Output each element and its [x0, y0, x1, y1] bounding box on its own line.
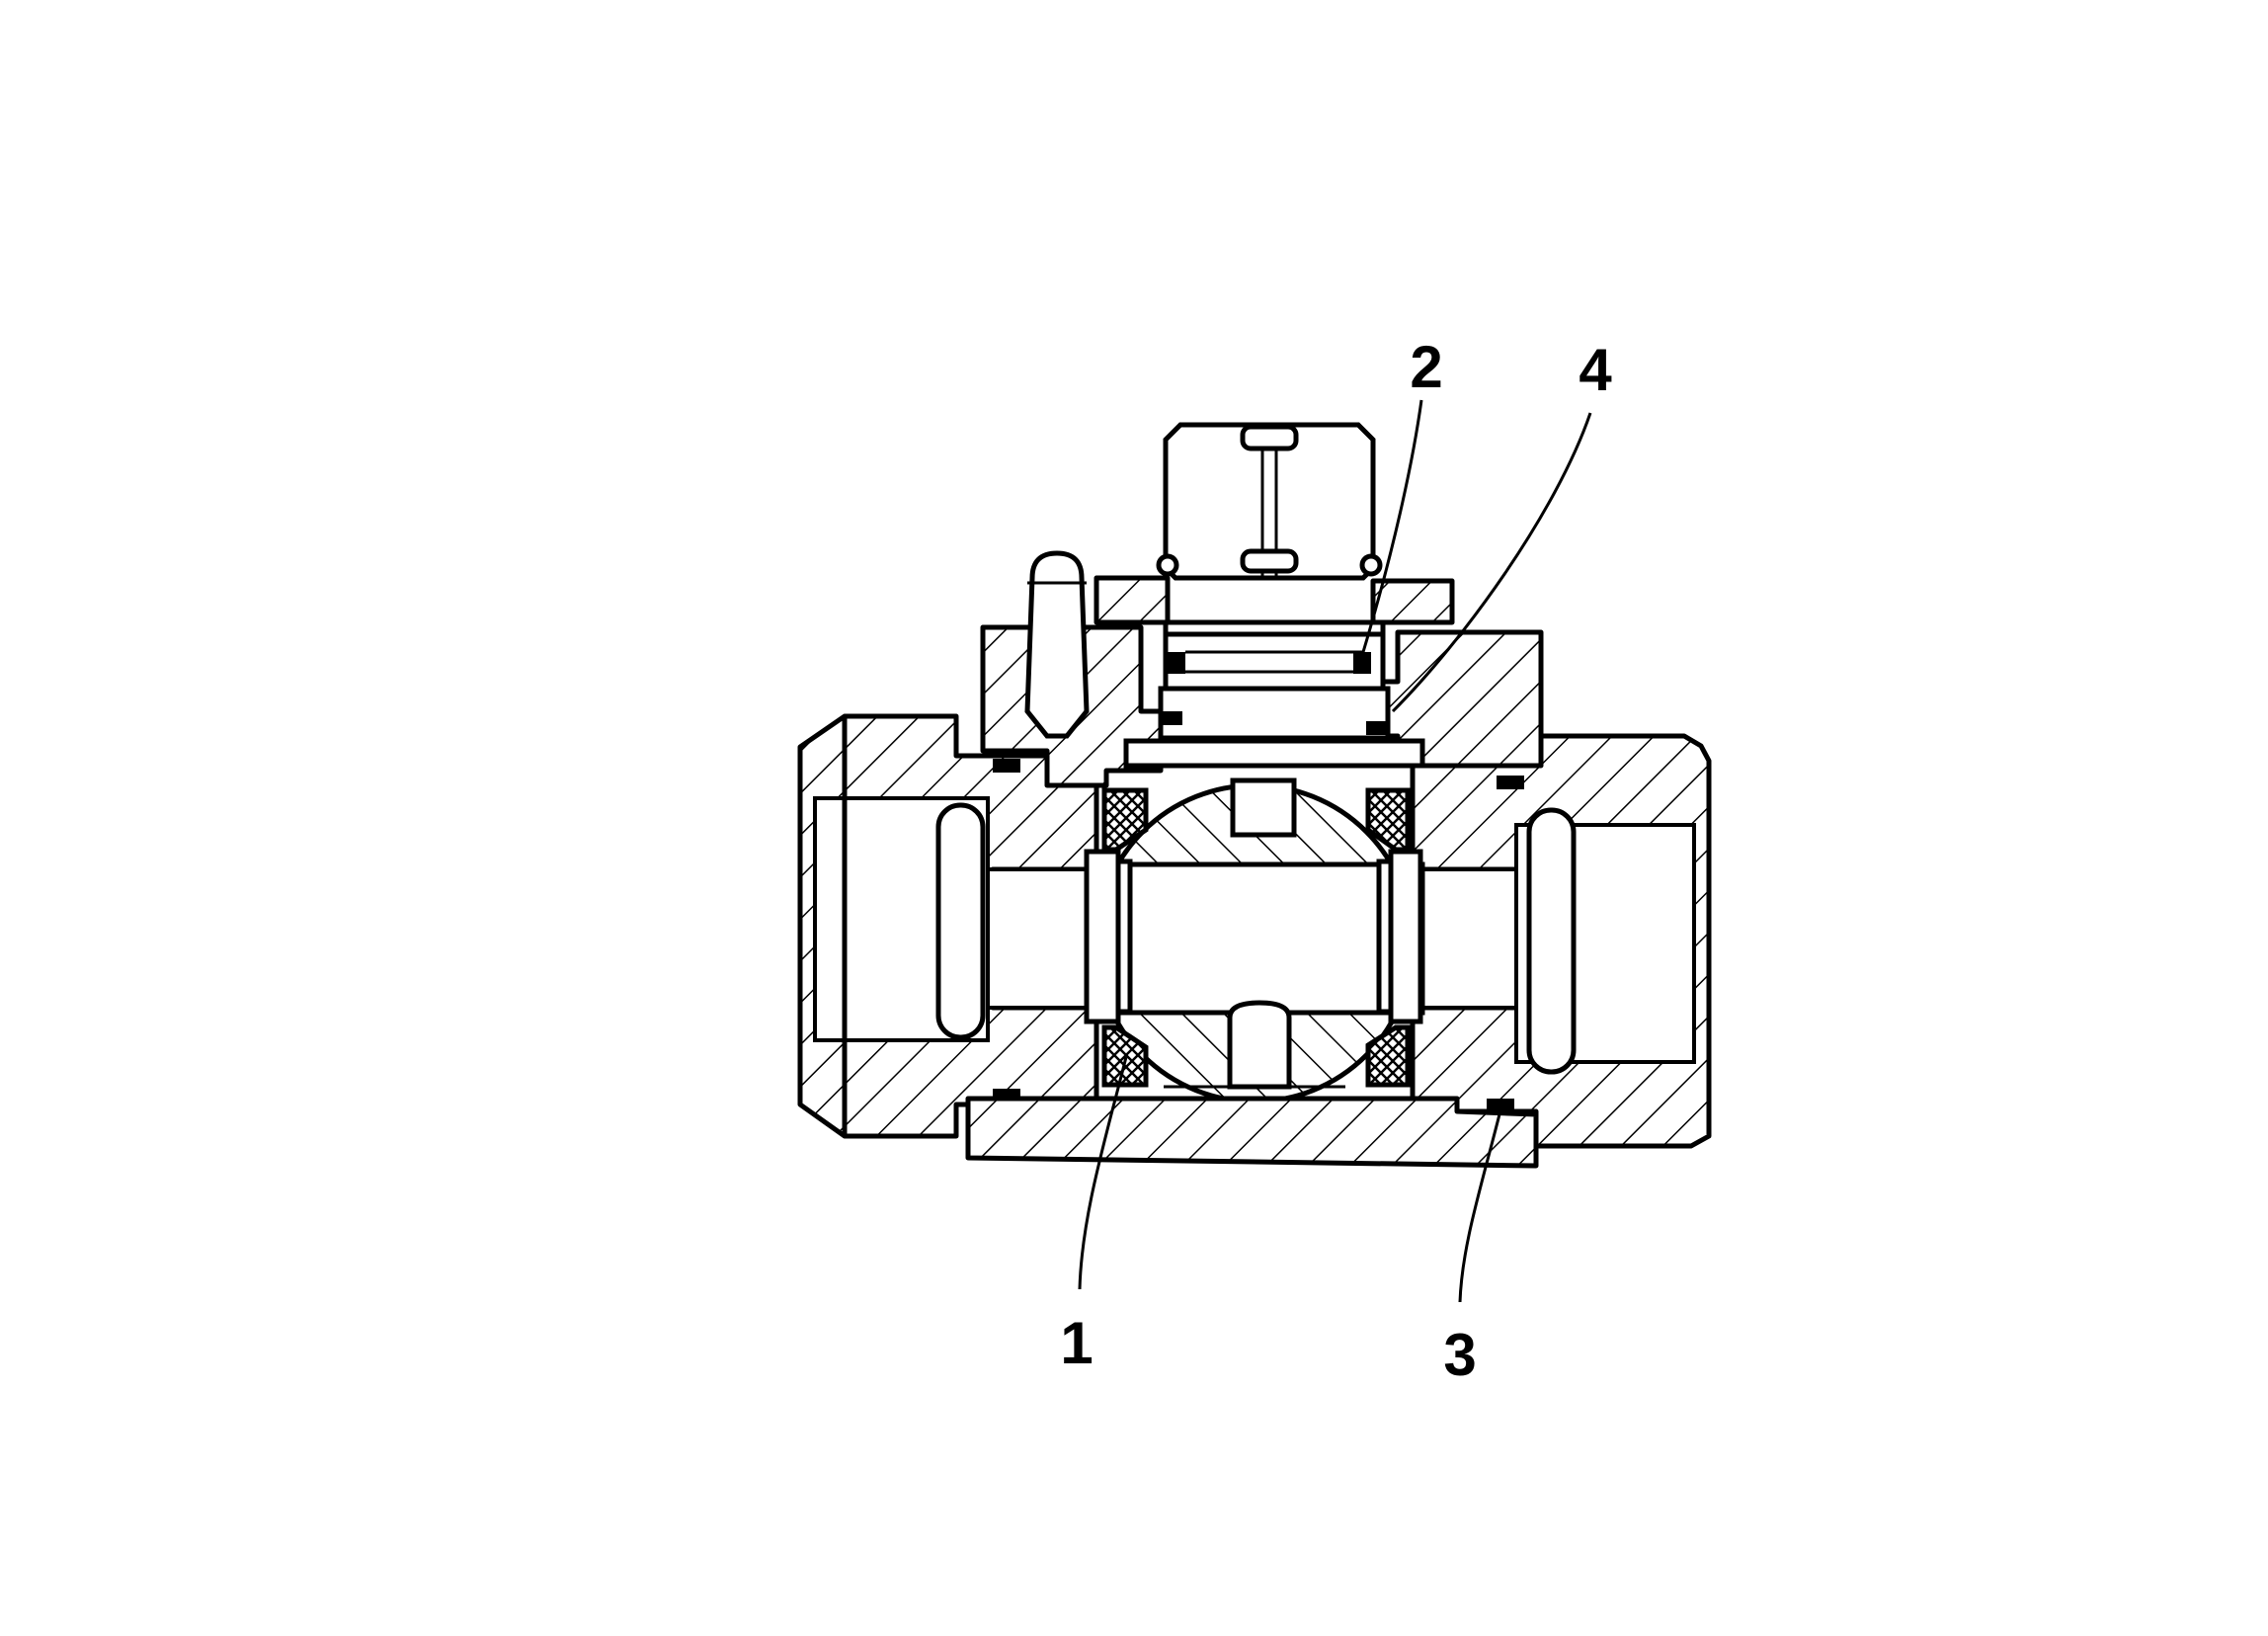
callout-label-4: 4: [1579, 337, 1612, 403]
ball-stem-slot: [1230, 777, 1297, 838]
left-top-oring: [993, 759, 1020, 773]
right-groove: [1526, 807, 1577, 1075]
right-seat-ring: [1388, 849, 1423, 1024]
ball-bore: [1084, 861, 1425, 1016]
callout-label-1: 1: [1060, 1310, 1093, 1376]
right-bottom-oring: [1487, 1099, 1514, 1112]
stem-head: [1156, 422, 1383, 581]
left-seat-ring: [1084, 849, 1121, 1024]
ball-seats: [1084, 787, 1423, 1088]
right-end-connector: [1410, 733, 1712, 1149]
left-groove: [935, 802, 986, 1040]
stem-packing: [1123, 619, 1425, 769]
seat-bottom-right: [1365, 1024, 1411, 1088]
locking-pin: [1024, 550, 1090, 739]
leader-lines: [1078, 399, 1592, 1303]
stem-oring-right: [1353, 652, 1371, 674]
seat-bottom-left: [1101, 1024, 1149, 1088]
left-end-connector: [797, 713, 1099, 1139]
callout-label-2: 2: [1410, 334, 1442, 400]
left-top-nut: [1094, 575, 1171, 625]
stem-oring-left: [1168, 652, 1185, 674]
right-top-oring: [1497, 776, 1524, 789]
seat-top-left: [1101, 787, 1149, 853]
right-inner-bore: [1420, 867, 1518, 1010]
bottom-plate: [965, 1096, 1539, 1169]
left-inner-bore: [986, 867, 1094, 1010]
right-top-nut: [1370, 578, 1455, 625]
callout-label-3: 3: [1443, 1322, 1476, 1388]
